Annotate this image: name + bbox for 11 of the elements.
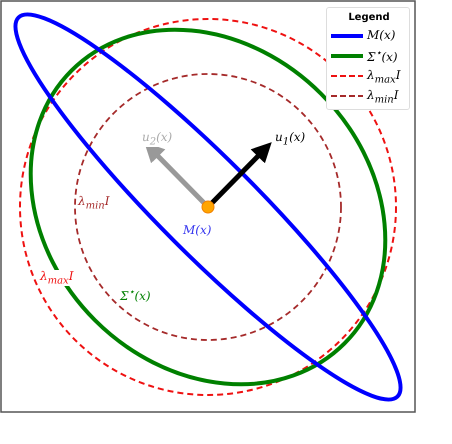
- legend-title: Legend: [347, 13, 391, 23]
- math-label: Σ$^{⋆}$(x): [120, 288, 151, 302]
- legend-label: M(x): [367, 29, 396, 41]
- math-label: u$_{2}$(x): [142, 131, 172, 148]
- math-label: λ$_{max}$I: [40, 270, 74, 286]
- legend-label: λ$_{min}$I: [367, 89, 398, 106]
- math-label: M(x): [183, 224, 212, 236]
- legend-label: Σ$^{⋆}$(x): [367, 49, 398, 63]
- math-label: u$_{1}$(x): [275, 131, 306, 148]
- legend-label: λ$_{max}$I: [367, 69, 400, 86]
- math-label: λ$_{min}$I: [78, 195, 110, 212]
